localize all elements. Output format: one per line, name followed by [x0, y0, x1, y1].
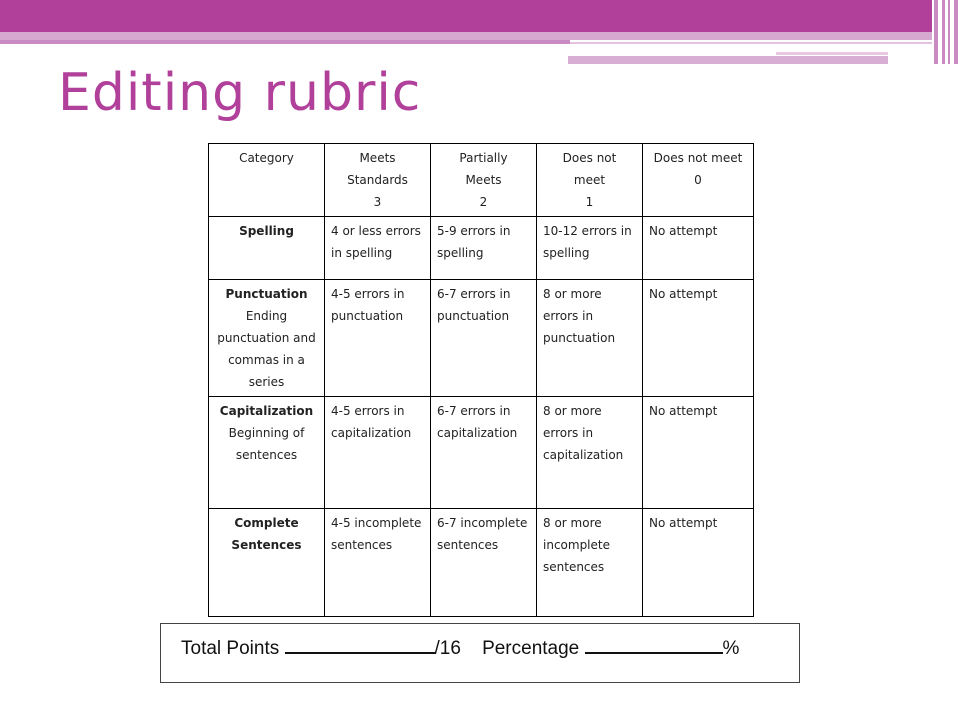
category-cell: Complete Sentences [208, 508, 325, 617]
score-cell: 6-7 incomplete sentences [430, 508, 537, 617]
total-points-suffix: /16 [434, 638, 461, 659]
category-cell: Punctuation Ending punctuation and comma… [208, 279, 325, 397]
table-row: Complete Sentences 4-5 incomplete senten… [208, 508, 754, 617]
score-cell: 4 or less errors in spelling [324, 216, 431, 280]
header-band-line [0, 40, 570, 44]
header-band-light [0, 32, 932, 40]
total-points-label: Total Points [181, 638, 280, 659]
score-cell: 6-7 errors in capitalization [430, 396, 537, 509]
score-cell: No attempt [642, 216, 754, 280]
table-row: Punctuation Ending punctuation and comma… [208, 279, 754, 397]
rubric-header-row: Category Meets Standards 3 Partially Mee… [208, 143, 754, 217]
header-does-not-meet-zero: Does not meet 0 [642, 143, 754, 217]
header-band [0, 0, 932, 32]
total-points-blank [284, 634, 435, 654]
header-does-not-meet: Does not meet 1 [536, 143, 643, 217]
header-partially-meets: Partially Meets 2 [430, 143, 537, 217]
header-band-line-thin [570, 42, 932, 44]
header-category: Category [208, 143, 325, 217]
category-cell: Capitalization Beginning of sentences [208, 396, 325, 509]
table-row: Spelling 4 or less errors in spelling 5-… [208, 216, 754, 280]
percentage-blank [584, 634, 723, 654]
score-cell: 4-5 incomplete sentences [324, 508, 431, 617]
score-cell: 4-5 errors in punctuation [324, 279, 431, 397]
rubric-table: Category Meets Standards 3 Partially Mee… [208, 143, 754, 617]
table-row: Capitalization Beginning of sentences 4-… [208, 396, 754, 509]
header-vertical-bars [932, 0, 960, 64]
score-cell: No attempt [642, 396, 754, 509]
header-meets-standards: Meets Standards 3 [324, 143, 431, 217]
header-band-strip [568, 56, 888, 64]
percentage-label: Percentage [482, 638, 580, 659]
score-cell: 6-7 errors in punctuation [430, 279, 537, 397]
score-cell: 10-12 errors in spelling [536, 216, 643, 280]
slide-title: Editing rubric [58, 63, 422, 123]
score-cell: 8 or more errors in capitalization [536, 396, 643, 509]
score-cell: No attempt [642, 508, 754, 617]
score-cell: 8 or more errors in punctuation [536, 279, 643, 397]
score-cell: 8 or more incomplete sentences [536, 508, 643, 617]
score-cell: 4-5 errors in capitalization [324, 396, 431, 509]
score-cell: No attempt [642, 279, 754, 397]
score-cell: 5-9 errors in spelling [430, 216, 537, 280]
totals-line: Total Points /16 Percentage % [181, 634, 739, 660]
header-band-strip-thin [776, 52, 888, 55]
percentage-suffix: % [722, 638, 740, 659]
category-cell: Spelling [208, 216, 325, 280]
totals-box: Total Points /16 Percentage % [160, 623, 800, 683]
